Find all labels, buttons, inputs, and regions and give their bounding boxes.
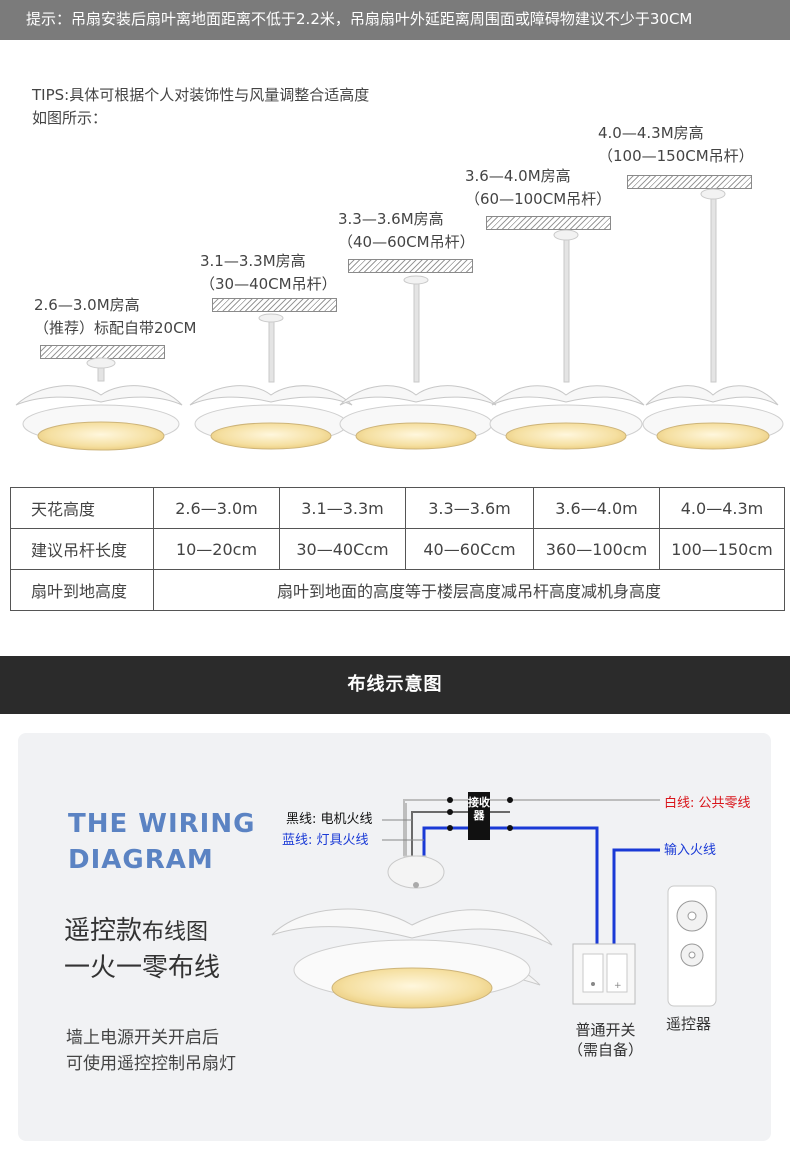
notice-text: 提示：吊扇安装后扇叶离地面距离不低于2.2米，吊扇扇叶外延距离周围面或障碍物建议… bbox=[26, 10, 693, 28]
tips-line-1: TIPS:具体可根据个人对装饰性与风量调整合适高度 bbox=[32, 86, 370, 104]
tips-line-2: 如图所示： bbox=[32, 109, 108, 127]
svg-text:+: + bbox=[614, 981, 622, 991]
notice-bar: 提示：吊扇安装后扇叶离地面距离不低于2.2米，吊扇扇叶外延距离周围面或障碍物建议… bbox=[0, 0, 790, 40]
ceiling-hatch-2 bbox=[212, 298, 337, 312]
table-cell: 40—60Ccm bbox=[405, 528, 534, 570]
fan-2 bbox=[189, 313, 353, 450]
tips: TIPS:具体可根据个人对装饰性与风量调整合适高度 如图所示： bbox=[32, 84, 369, 130]
white-wire bbox=[403, 799, 660, 856]
table-cell: 建议吊杆长度 bbox=[10, 528, 154, 570]
table-row: 建议吊杆长度 10—20cm 30—40Ccm 40—60Ccm 360—100… bbox=[10, 528, 785, 570]
height-label-2: 3.1—3.3M房高 （30—40CM吊杆） bbox=[200, 250, 337, 296]
section-title-bar: 布线示意图 bbox=[0, 656, 790, 714]
fan-5 bbox=[642, 188, 784, 450]
wiring-note-line1: 墙上电源开关开启后 bbox=[66, 1028, 219, 1048]
height-label-1-line1: 2.6—3.0M房高 bbox=[34, 296, 140, 314]
wiring-fan bbox=[271, 855, 553, 1009]
wiring-note-line2: 可使用遥控控制吊扇灯 bbox=[66, 1054, 236, 1074]
table-row: 天花高度 2.6—3.0m 3.1—3.3m 3.3—3.6m 3.6—4.0m… bbox=[10, 487, 785, 529]
table-cell: 3.6—4.0m bbox=[533, 487, 660, 529]
table-cell: 3.3—3.6m bbox=[405, 487, 534, 529]
spec-table: 天花高度 2.6—3.0m 3.1—3.3m 3.3—3.6m 3.6—4.0m… bbox=[10, 487, 785, 611]
section-title: 布线示意图 bbox=[347, 674, 443, 695]
height-label-2-line2: （30—40CM吊杆） bbox=[200, 275, 337, 293]
height-label-3-line1: 3.3—3.6M房高 bbox=[338, 210, 444, 228]
table-cell: 30—40Ccm bbox=[279, 528, 406, 570]
table-cell: 天花高度 bbox=[10, 487, 154, 529]
wall-switch: + bbox=[572, 943, 636, 1005]
wiring-note: 墙上电源开关开启后 可使用遥控控制吊扇灯 bbox=[66, 1025, 236, 1077]
table-cell: 扇叶到地面的高度等于楼层高度减吊杆高度减机身高度 bbox=[153, 569, 785, 611]
height-label-2-line1: 3.1—3.3M房高 bbox=[200, 252, 306, 270]
wiring-heading: THE WIRING DIAGRAM bbox=[68, 806, 255, 878]
height-label-4-line2: （60—100CM吊杆） bbox=[465, 190, 612, 208]
height-label-5-line2: （100—150CM吊杆） bbox=[598, 147, 754, 165]
remote-wiring-title: 遥控款布线图 bbox=[64, 913, 208, 951]
table-cell: 360—100cm bbox=[533, 528, 660, 570]
receiver-box: 接收器 bbox=[468, 792, 490, 840]
remote-wiring-title-a: 遥控款 bbox=[64, 916, 143, 946]
table-row: 扇叶到地高度 扇叶到地面的高度等于楼层高度减吊杆高度减机身高度 bbox=[10, 569, 785, 611]
ceiling-hatch-3 bbox=[348, 259, 473, 273]
fan-1 bbox=[15, 357, 183, 451]
height-label-5-line1: 4.0—4.3M房高 bbox=[598, 124, 704, 142]
remote-control bbox=[667, 885, 717, 1007]
switch-label-line2: （需自备） bbox=[568, 1041, 644, 1059]
ceiling-hatch-4 bbox=[486, 216, 611, 230]
height-label-1: 2.6—3.0M房高 （推荐）标配自带20CM bbox=[34, 294, 197, 340]
blue-wire-label: 蓝线: 灯具火线 bbox=[282, 833, 369, 848]
black-wire bbox=[411, 811, 510, 856]
white-wire-label: 白线: 公共零线 bbox=[664, 796, 751, 811]
remote-wiring-title-b: 布线图 bbox=[142, 920, 209, 945]
fan-4 bbox=[489, 229, 645, 450]
black-wire-label: 黑线: 电机火线 bbox=[286, 812, 373, 827]
remote-wiring-subtitle: 一火一零布线 bbox=[64, 953, 221, 983]
ceiling-hatch-5 bbox=[627, 175, 752, 189]
connection-dots bbox=[447, 797, 513, 831]
height-label-4: 3.6—4.0M房高 （60—100CM吊杆） bbox=[465, 165, 611, 211]
remote-label: 遥控器 bbox=[666, 1015, 712, 1033]
input-live-label: 输入火线 bbox=[664, 843, 717, 858]
table-cell: 10—20cm bbox=[153, 528, 280, 570]
height-label-5: 4.0—4.3M房高 （100—150CM吊杆） bbox=[598, 122, 754, 168]
height-label-3-line2: （40—60CM吊杆） bbox=[338, 233, 475, 251]
label-pointers bbox=[382, 819, 424, 841]
switch-label-line1: 普通开关 bbox=[575, 1021, 636, 1039]
blue-wire bbox=[422, 826, 660, 945]
height-label-4-line1: 3.6—4.0M房高 bbox=[465, 167, 571, 185]
height-label-1-line2: （推荐）标配自带20CM bbox=[34, 319, 197, 337]
height-label-3: 3.3—3.6M房高 （40—60CM吊杆） bbox=[338, 208, 475, 254]
ceiling-fans-illustration bbox=[15, 188, 784, 451]
fan-3 bbox=[339, 275, 497, 450]
switch-label: 普通开关 （需自备） bbox=[568, 1020, 643, 1060]
wiring-heading-line1: THE WIRING bbox=[68, 809, 256, 839]
wiring-heading-line2: DIAGRAM bbox=[68, 845, 214, 875]
table-cell: 100—150cm bbox=[659, 528, 785, 570]
